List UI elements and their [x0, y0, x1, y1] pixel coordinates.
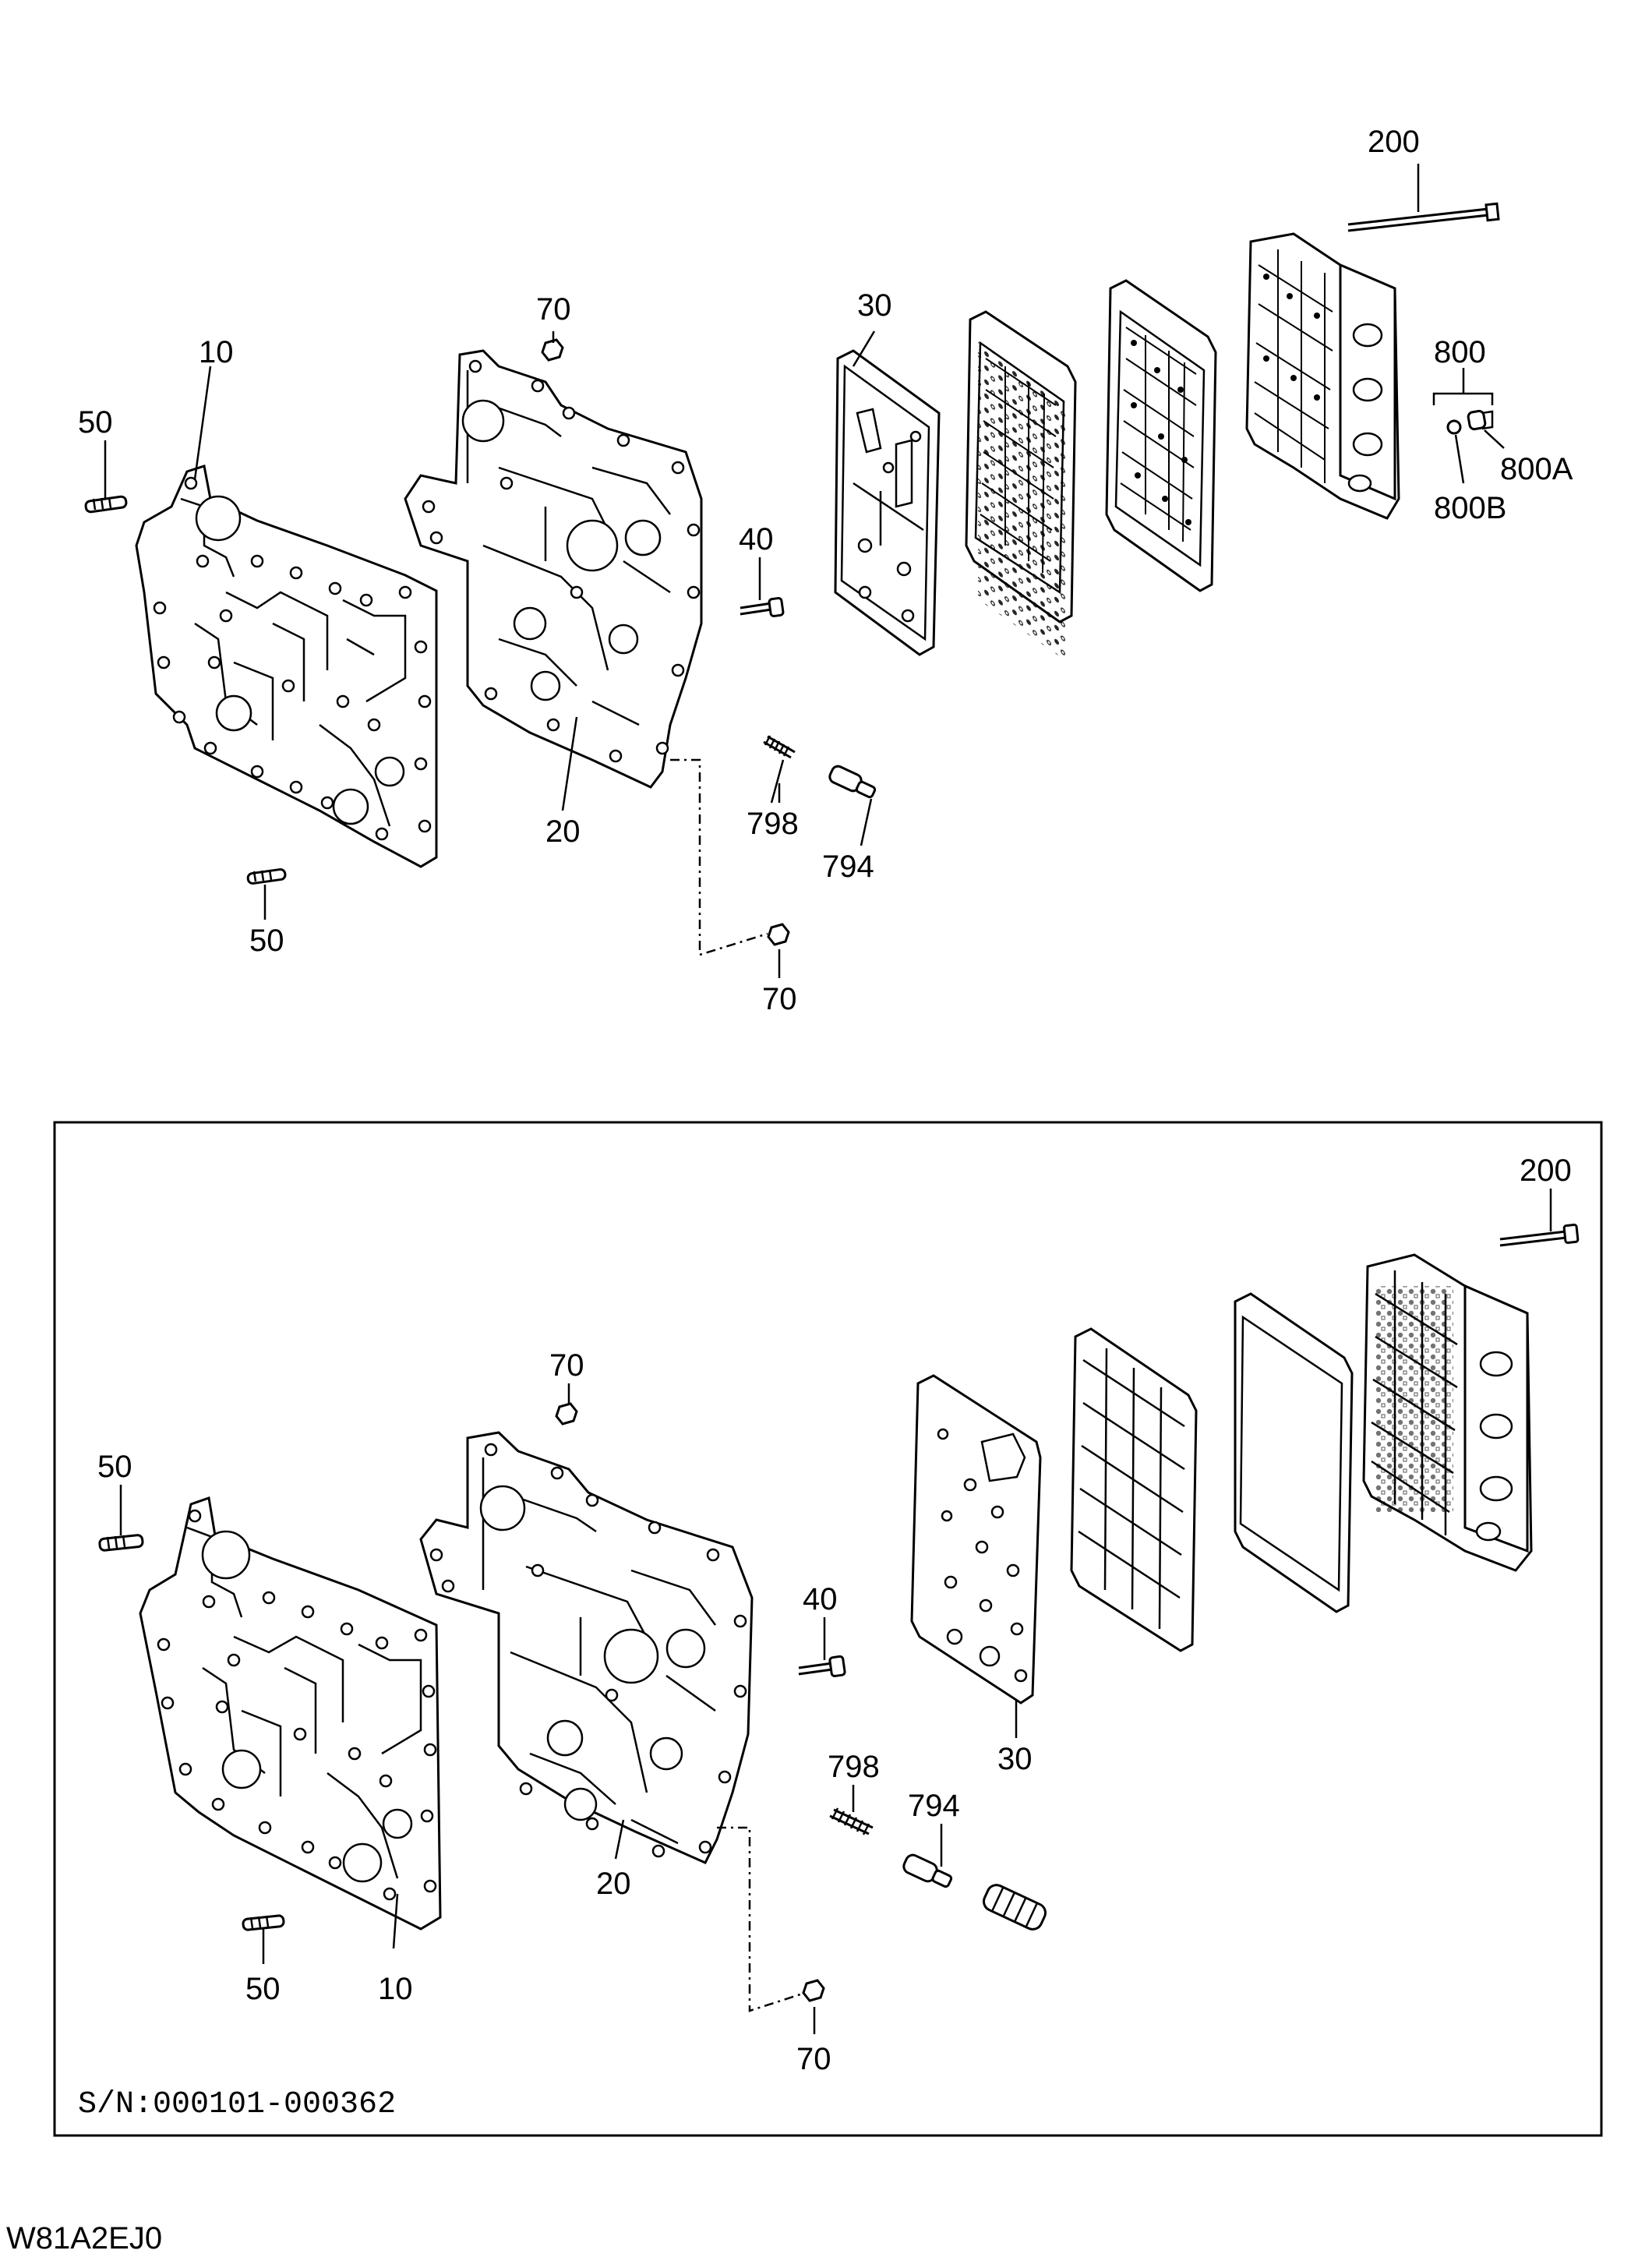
top-part-30-plate [834, 349, 941, 656]
top-part-20-bolt-holes [422, 359, 701, 763]
top-part-10-bolt-holes [153, 476, 432, 841]
top-part-50-pin-upper [84, 495, 128, 514]
callout-50: 50 [97, 1450, 132, 1484]
bottom-part-30-plate [910, 1374, 1042, 1705]
bottom-part-10-bolt-holes [157, 1509, 437, 1901]
callout-200: 200 [1368, 125, 1420, 159]
callout-798: 798 [828, 1750, 880, 1784]
drawing-code: W81A2EJ0 [6, 2221, 162, 2256]
bottom-part-794-valve [902, 1853, 953, 1888]
bottom-part-20-valve-body [419, 1431, 754, 1864]
top-callouts: 10 50 50 70 70 40 30 20 798 794 200 800 … [78, 125, 1573, 1016]
callout-794: 794 [908, 1789, 960, 1823]
bottom-assembly-dashed-line [717, 1826, 803, 2012]
bottom-part-50-pin-upper [98, 1534, 144, 1552]
bottom-leader-lines [119, 1189, 1552, 2034]
bottom-upper-valve-body [1362, 1253, 1533, 1572]
bottom-part-200-bolt [1499, 1224, 1580, 1247]
callout-50: 50 [78, 405, 113, 440]
top-part-200-bolt [1347, 202, 1500, 232]
callout-794: 794 [822, 850, 874, 884]
bottom-plate-d [1234, 1292, 1354, 1613]
callout-800b: 800B [1434, 491, 1506, 525]
callout-40: 40 [739, 522, 774, 556]
top-part-20-valve-body [404, 349, 703, 789]
top-part-70-plug-lower [767, 923, 790, 946]
callout-70: 70 [796, 2042, 831, 2076]
top-upper-valve-body [1245, 232, 1400, 520]
bottom-upper-valve-body-bores [1475, 1351, 1513, 1542]
top-part-50-pin-lower [246, 867, 287, 885]
top-part-798-spring [763, 735, 796, 759]
callout-798: 798 [747, 807, 799, 841]
top-assembly-dashed-line [670, 758, 768, 956]
callout-30: 30 [997, 1742, 1033, 1776]
bottom-part-70-plug-lower [802, 1979, 825, 2002]
callout-200: 200 [1520, 1153, 1572, 1188]
bottom-plate-c [1070, 1327, 1198, 1652]
callout-40: 40 [803, 1582, 838, 1616]
bottom-part-20-bolt-holes [429, 1443, 747, 1858]
bottom-part-10-gasket [139, 1496, 442, 1931]
top-part-70-plug-upper [541, 338, 564, 362]
top-part-800-seal-set [1432, 392, 1494, 435]
bottom-part-40-bolt [798, 1655, 846, 1677]
callout-70: 70 [762, 982, 797, 1016]
callout-20: 20 [545, 814, 581, 849]
bottom-part-798-spring [829, 1807, 874, 1835]
top-part-10-gasket [135, 465, 438, 868]
top-part-794-valve [828, 765, 877, 799]
top-exploded-view: 10 50 50 70 70 40 30 20 798 794 200 800 … [78, 125, 1573, 1016]
bottom-part-70-plug-upper [555, 1402, 578, 1425]
serial-range-frame [53, 1121, 1603, 2137]
callout-30: 30 [857, 288, 892, 323]
serial-range-label: S/N:000101-000362 [78, 2087, 396, 2122]
bottom-callouts: 50 50 10 70 70 40 30 20 798 794 200 [97, 1153, 1572, 2076]
top-plate-a [965, 310, 1077, 662]
top-part-40-bolt [740, 597, 785, 617]
callout-800a: 800A [1500, 452, 1573, 486]
callout-70: 70 [536, 292, 571, 327]
top-plate-b [1105, 279, 1217, 592]
callout-10: 10 [199, 335, 234, 369]
bottom-spool-valve-assembly [983, 1884, 1047, 1931]
bottom-part-50-pin-lower [242, 1914, 285, 1931]
callout-70: 70 [549, 1348, 584, 1383]
bottom-part-30-holes [937, 1428, 1028, 1683]
callout-20: 20 [596, 1867, 631, 1901]
callout-800: 800 [1434, 335, 1486, 369]
callout-50: 50 [249, 924, 284, 958]
bottom-exploded-view: 50 50 10 70 70 40 30 20 798 794 200 S/N:… [78, 1153, 1580, 2122]
top-upper-valve-body-bores [1347, 323, 1383, 493]
top-leader-lines [104, 164, 1505, 978]
callout-10: 10 [378, 1972, 413, 2006]
callout-50: 50 [245, 1972, 281, 2006]
